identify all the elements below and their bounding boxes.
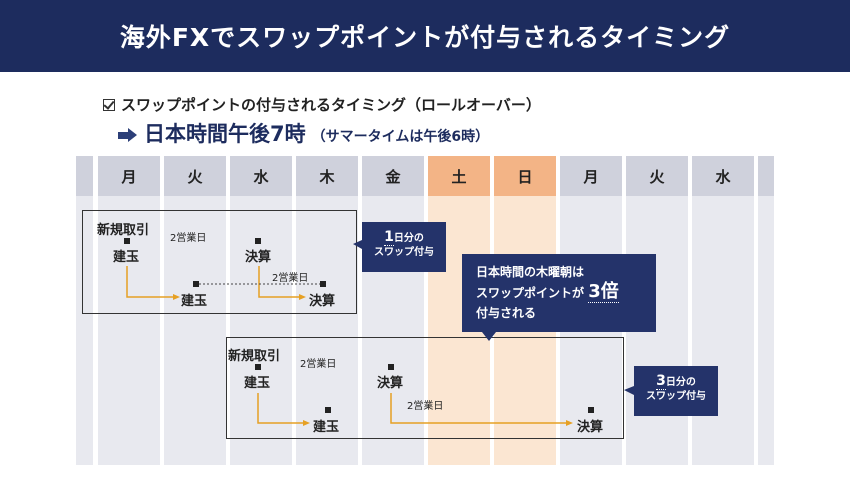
day-header: 月	[560, 156, 622, 196]
day-column	[98, 156, 160, 465]
callout-main-line2: スワップポイントが	[476, 286, 585, 300]
day-header: 水	[692, 156, 754, 196]
example2-settle: 決算	[377, 376, 404, 391]
column-edge-right	[758, 156, 774, 465]
example2-business-days: 2営業日	[300, 359, 337, 370]
day-header: 火	[164, 156, 226, 196]
example2-open-marker	[255, 364, 261, 370]
example2-business-days-2: 2営業日	[407, 401, 444, 412]
column-edge-left	[76, 156, 93, 465]
day-header-weekend: 土	[428, 156, 490, 196]
answer-row: 日本時間午後7時 （サマータイムは午後6時）	[118, 118, 489, 148]
example1-new-trade: 新規取引	[97, 223, 150, 238]
arrow-right-icon	[118, 127, 138, 143]
subtitle-row: スワップポイントの付与されるタイミング（ロールオーバー）	[103, 94, 541, 115]
day-header: 月	[98, 156, 160, 196]
callout3-number: 3	[656, 373, 666, 390]
page-title: 海外FXでスワップポイントが付与されるタイミング	[119, 23, 731, 52]
callout3-line2: スワップ付与	[646, 391, 706, 402]
day-header: 木	[296, 156, 358, 196]
day-header: 水	[230, 156, 292, 196]
example1-frame	[82, 210, 357, 314]
example1-open2-marker	[193, 281, 199, 287]
callout-three-day-swap: 3日分の スワップ付与	[634, 366, 718, 416]
example1-settle2-marker	[320, 281, 326, 287]
subtitle-text: スワップポイントの付与されるタイミング（ロールオーバー）	[121, 96, 541, 114]
example2-settle2-marker	[588, 407, 594, 413]
callout-main-line1: 日本時間の木曜朝は	[476, 265, 585, 279]
checkbox-icon	[103, 98, 115, 111]
example1-business-days-2: 2営業日	[272, 273, 309, 284]
day-header: 金	[362, 156, 424, 196]
example1-settle-marker	[255, 238, 261, 244]
example2-open: 建玉	[244, 376, 271, 391]
callout3-text: 日分の	[665, 377, 696, 388]
example1-open-marker	[124, 238, 130, 244]
callout1-text: 日分の	[393, 233, 424, 244]
example2-settle-marker	[388, 364, 394, 370]
example1-settle: 決算	[245, 250, 272, 265]
example1-open: 建玉	[113, 250, 140, 265]
callout-main-line3: 付与される	[476, 306, 537, 320]
example2-open2-marker	[325, 407, 331, 413]
example2-settle2: 決算	[577, 420, 604, 435]
answer-note: （サマータイムは午後6時）	[311, 129, 490, 145]
answer-time: 日本時間午後7時	[144, 122, 306, 146]
callout-thursday-triple: 日本時間の木曜朝は スワップポイントが 3倍 付与される	[462, 254, 656, 332]
example1-open2: 建玉	[181, 294, 208, 309]
callout1-number: 1	[384, 229, 394, 246]
column-head-edge-left	[76, 156, 93, 196]
callout-main-triple: 3倍	[588, 281, 619, 303]
day-column	[296, 156, 358, 465]
header-bar: 海外FXでスワップポイントが付与されるタイミング	[0, 0, 850, 72]
day-column	[692, 156, 754, 465]
example1-business-days: 2営業日	[170, 233, 207, 244]
example2-new-trade: 新規取引	[228, 349, 281, 364]
callout1-line2: スワップ付与	[374, 247, 434, 258]
column-head-edge-right	[758, 156, 774, 196]
example2-frame	[226, 337, 624, 439]
day-header: 火	[626, 156, 688, 196]
example1-settle2: 決算	[309, 294, 336, 309]
day-column	[164, 156, 226, 465]
example2-open2: 建玉	[313, 420, 340, 435]
callout-one-day-swap: 1日分の スワップ付与	[362, 222, 446, 272]
day-header-weekend: 日	[494, 156, 556, 196]
